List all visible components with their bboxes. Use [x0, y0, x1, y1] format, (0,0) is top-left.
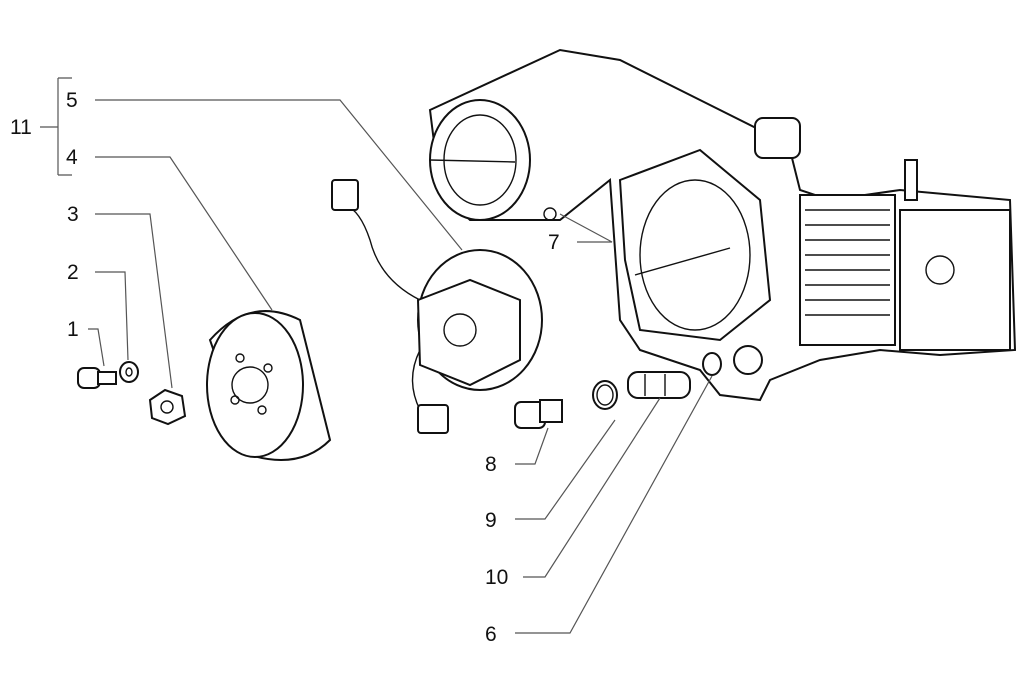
callout-7: 7	[548, 231, 560, 254]
callout-1: 1	[67, 318, 79, 341]
washer-2	[119, 361, 139, 383]
nut-3	[148, 388, 187, 426]
o-ring-6	[702, 352, 722, 376]
callout-9: 9	[485, 509, 497, 532]
filter-10	[627, 371, 691, 399]
callout-11: 11	[10, 116, 32, 139]
callout-4: 4	[66, 146, 78, 169]
screw-1	[77, 367, 117, 389]
flywheel	[206, 310, 332, 461]
callout-3: 3	[67, 203, 79, 226]
callout-10: 10	[485, 566, 509, 589]
callout-8: 8	[485, 453, 497, 476]
leader-lines	[40, 77, 713, 634]
callout-2: 2	[67, 261, 79, 284]
plug-8	[514, 399, 563, 429]
callout-6: 6	[485, 623, 497, 646]
o-ring-9	[592, 380, 618, 410]
callout-5: 5	[66, 89, 78, 112]
engine-crankcase	[428, 48, 1017, 402]
stator	[331, 179, 543, 434]
